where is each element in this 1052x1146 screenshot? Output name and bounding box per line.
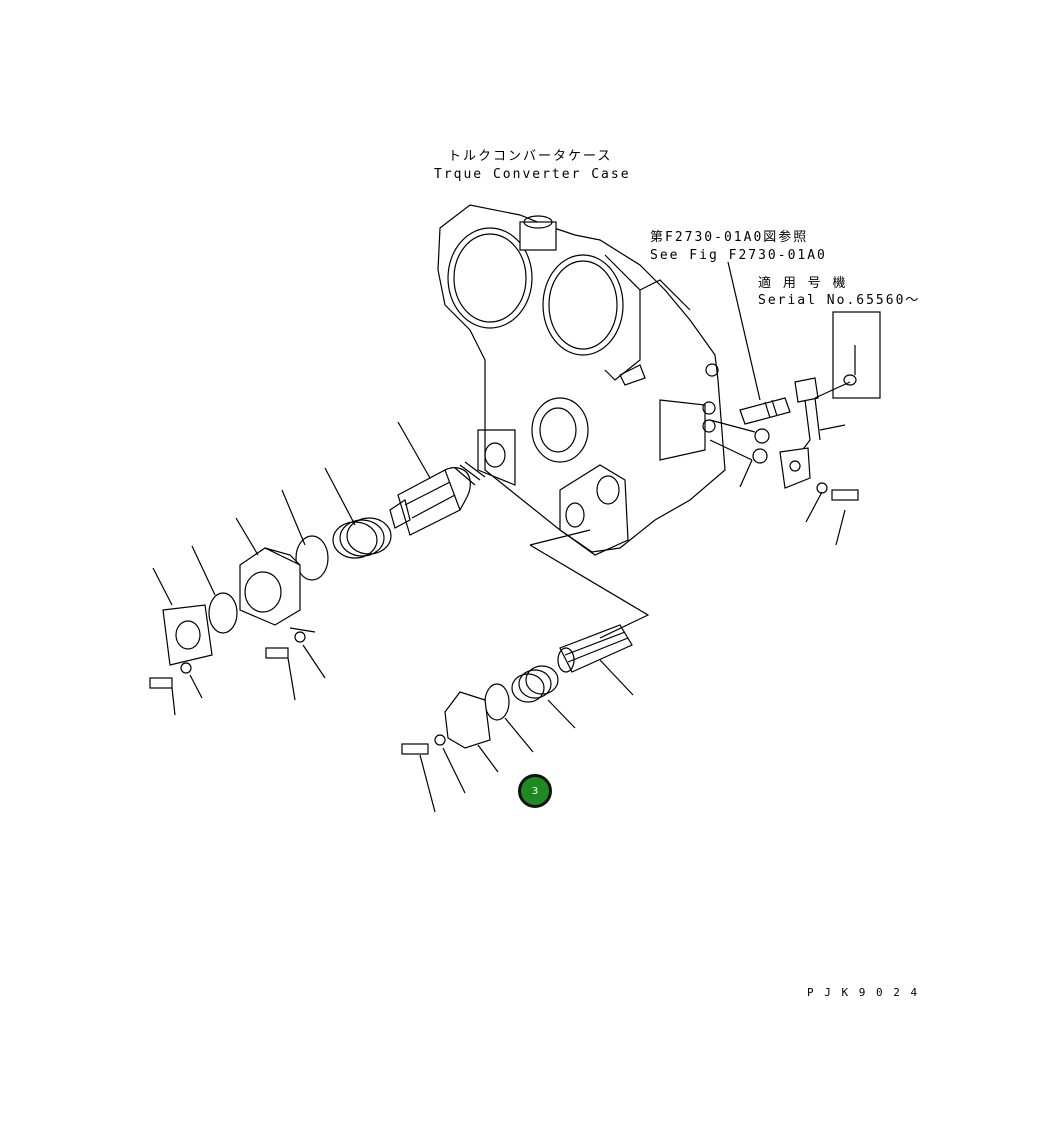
torque-converter-case xyxy=(437,204,726,556)
hotspot-number: 3 xyxy=(531,785,539,797)
case-label-english: Trque Converter Case xyxy=(434,167,631,182)
part-hotspot-3[interactable]: 3 xyxy=(518,774,552,808)
reference-label-english: See Fig F2730-01A0 xyxy=(650,248,827,263)
serial-label-japanese: 適 用 号 機 xyxy=(758,276,848,291)
reference-label-japanese: 第F2730-01A0図参照 xyxy=(650,230,809,245)
serial-label-english: Serial No.65560～ xyxy=(758,293,921,308)
drawing-code: P J K 9 0 2 4 xyxy=(807,986,920,999)
upper-filter-assembly xyxy=(149,461,486,689)
case-label-japanese: トルクコンバータケース xyxy=(448,149,613,164)
pipe-bracket-assembly xyxy=(739,311,881,501)
lower-filter-assembly xyxy=(401,624,633,755)
leader-lines xyxy=(152,261,856,813)
